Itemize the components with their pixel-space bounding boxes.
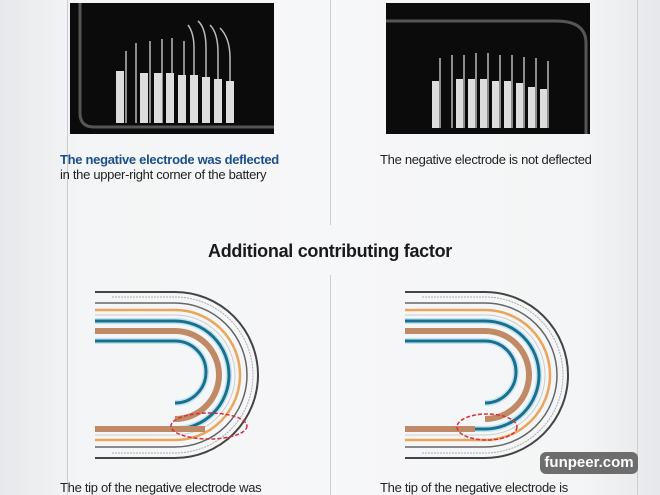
xray-normal-electrode-image: [386, 3, 590, 134]
not-deflected-caption-text: The negative electrode is not deflected: [380, 152, 592, 167]
normal-tip-caption: The tip of the negative electrode is: [380, 480, 568, 495]
deflected-caption: The negative electrode was deflected in …: [60, 152, 279, 182]
xray-deflected-electrode-image: [70, 3, 274, 134]
defect-marker-left: [170, 412, 248, 440]
normal-tip-caption-text: The tip of the negative electrode is: [380, 480, 568, 495]
deflected-caption-highlight: The negative electrode was deflected: [60, 152, 279, 167]
deflected-caption-rest: in the upper-right corner of the battery: [60, 167, 267, 182]
center-divider-lower: [330, 275, 331, 495]
electrode-diagrams: [0, 280, 660, 470]
section-heading: Additional contributing factor: [208, 241, 452, 261]
right-panel-border: [637, 0, 638, 495]
deflected-tip-diagram: [95, 292, 258, 458]
not-deflected-caption: The negative electrode is not deflected: [380, 152, 592, 167]
left-panel-border: [67, 0, 68, 495]
deflected-tip-caption-text: The tip of the negative electrode was: [60, 480, 262, 495]
watermark: funpeer.com: [540, 452, 638, 474]
deflected-tip-caption: The tip of the negative electrode was: [60, 480, 262, 495]
center-divider: [330, 0, 331, 225]
normal-tip-diagram: [405, 292, 568, 458]
defect-marker-right: [456, 413, 518, 441]
